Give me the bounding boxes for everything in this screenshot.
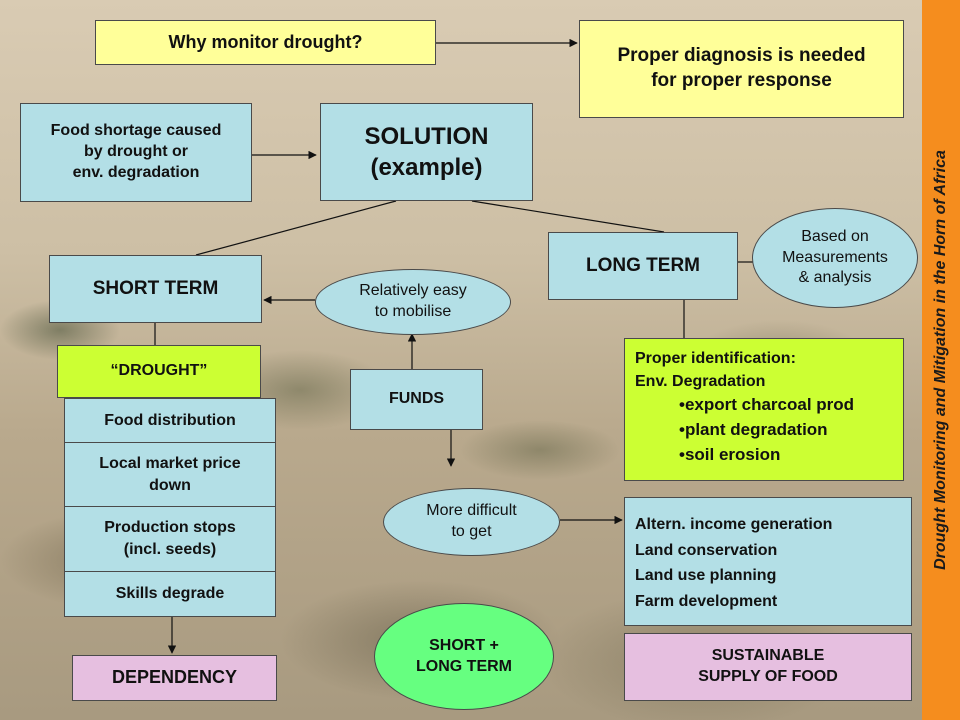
based-on-oval: Based on Measurements & analysis xyxy=(752,208,918,308)
short-term-chain: Food distribution Local market price dow… xyxy=(64,398,276,617)
market-price-cell: Local market price down xyxy=(64,442,276,507)
funds-box: FUNDS xyxy=(350,369,483,430)
side-band xyxy=(922,0,960,720)
short-long-term-oval: SHORT + LONG TERM xyxy=(374,603,554,710)
why-monitor-box: Why monitor drought? xyxy=(95,20,436,65)
food-shortage-box: Food shortage caused by drought or env. … xyxy=(20,103,252,202)
bullet-plant: •plant degradation xyxy=(679,420,828,440)
alt-farm-development: Farm development xyxy=(635,592,778,610)
more-difficult-oval: More difficult to get xyxy=(383,488,560,556)
identification-box: Proper identification: Env. Degradation … xyxy=(624,338,904,481)
long-term-box: LONG TERM xyxy=(548,232,738,300)
skills-degrade-cell: Skills degrade xyxy=(64,571,276,617)
identification-bullets: •export charcoal prod •plant degradation… xyxy=(635,393,854,467)
alt-income: Altern. income generation xyxy=(635,516,833,533)
short-term-box: SHORT TERM xyxy=(49,255,262,323)
alt-land-use: Land use planning xyxy=(635,567,777,585)
food-distribution-cell: Food distribution xyxy=(64,398,276,443)
bullet-soil: •soil erosion xyxy=(679,444,781,464)
solution-box: SOLUTION (example) xyxy=(320,103,533,201)
diagnosis-box: Proper diagnosis is needed for proper re… xyxy=(579,20,904,118)
dependency-box: DEPENDENCY xyxy=(72,655,277,701)
identification-subheading: Env. Degradation xyxy=(635,373,766,391)
relatively-easy-oval: Relatively easy to mobilise xyxy=(315,269,511,335)
alt-land-conservation: Land conservation xyxy=(635,541,778,559)
identification-heading: Proper identification: xyxy=(635,350,796,367)
drought-box: “DROUGHT” xyxy=(57,345,261,398)
production-stops-cell: Production stops (incl. seeds) xyxy=(64,506,276,572)
alternatives-box: Altern. income generation Land conservat… xyxy=(624,497,912,626)
side-title: Drought Monitoring and Mitigation in the… xyxy=(932,150,949,570)
bullet-charcoal: •export charcoal prod xyxy=(679,395,855,415)
sustainable-supply-box: SUSTAINABLE SUPPLY OF FOOD xyxy=(624,633,912,701)
